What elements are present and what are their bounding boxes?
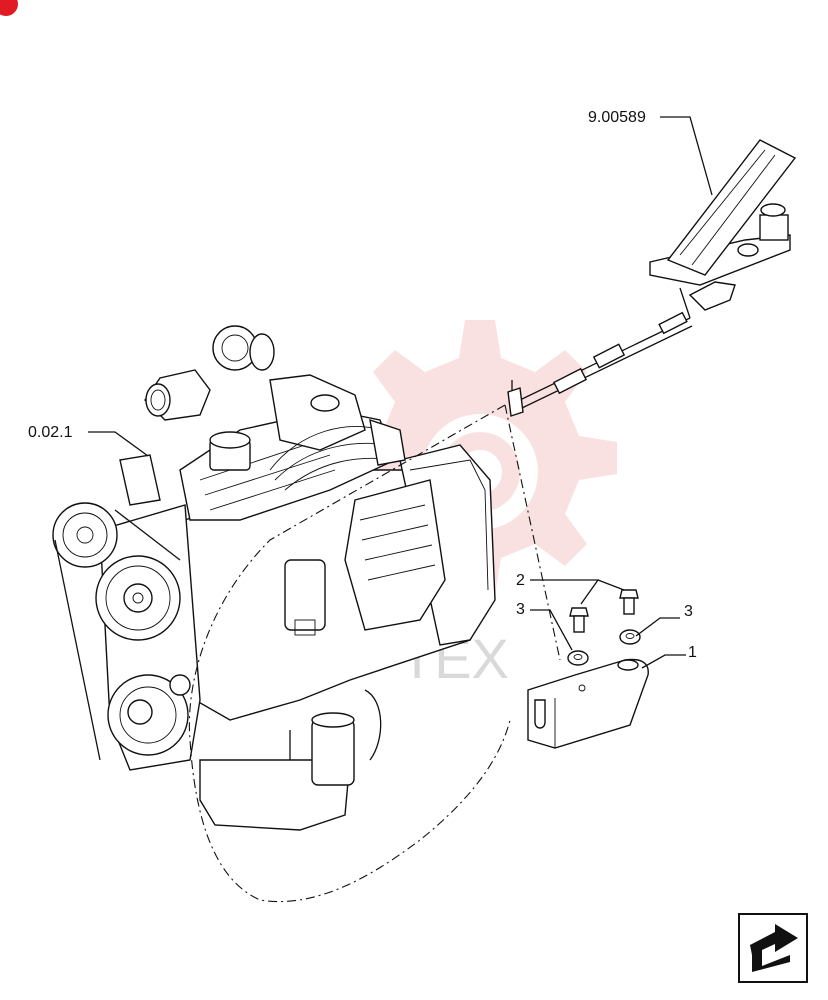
turbocharger (144, 325, 275, 421)
bolt-left (569, 607, 589, 633)
callout-bracket: 1 (688, 644, 697, 661)
next-page-arrow-icon[interactable] (738, 913, 808, 983)
bracket (527, 658, 649, 749)
throttle-cable (507, 311, 693, 417)
vibration-damper (107, 674, 191, 756)
bracket-location-line (504, 404, 561, 661)
accelerator-pedal (649, 139, 797, 319)
leader-engine (88, 431, 149, 457)
leader-bracket (641, 654, 686, 669)
bolt-right (619, 589, 639, 615)
red-corner-badge-icon (0, 0, 18, 16)
callout-washer-right: 3 (684, 603, 693, 620)
callout-bolt: 2 (516, 572, 525, 589)
alternator (52, 502, 118, 568)
washer-right (619, 629, 641, 645)
throttle-cable-route (188, 404, 511, 902)
leader-bolt (530, 579, 625, 605)
leader-pedal (660, 116, 713, 196)
washer-left (567, 650, 589, 666)
callout-washer-left: 3 (516, 601, 525, 618)
leader-washer-right (635, 617, 680, 637)
callout-pedal: 9.00589 (588, 109, 646, 126)
engine-assembly (52, 325, 496, 831)
crank-pulley (95, 555, 181, 641)
leader-washer-left (530, 609, 573, 651)
callout-engine: 0.02.1 (28, 424, 73, 441)
